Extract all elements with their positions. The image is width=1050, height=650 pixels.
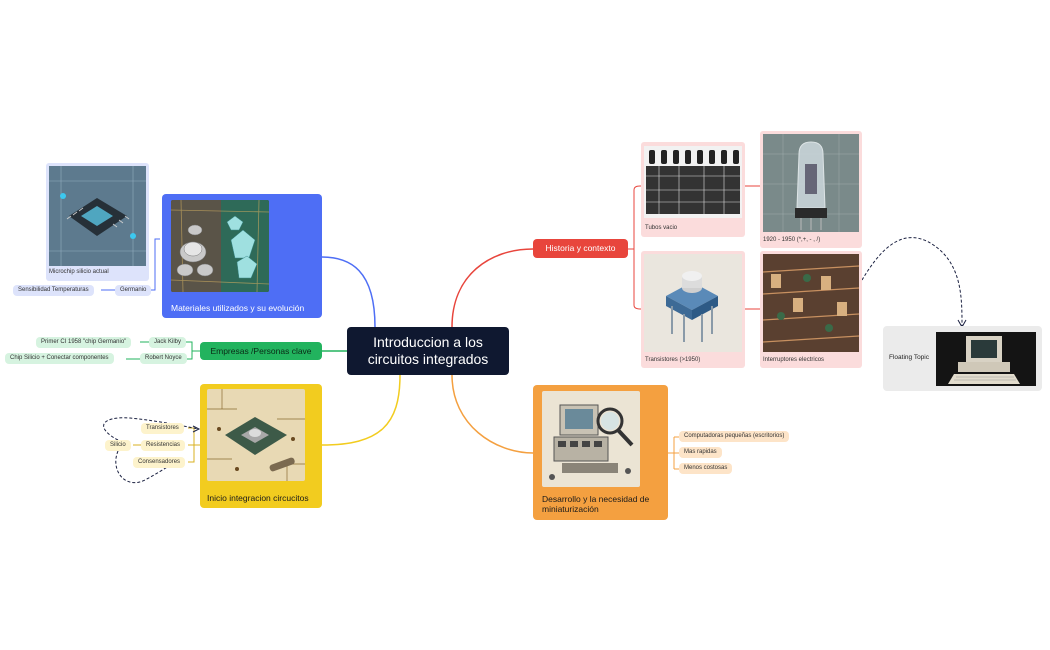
microchip-caption: Microchip silicio actual	[49, 269, 109, 275]
inicio-title: Inicio integracion circucitos	[207, 493, 309, 503]
topic-materiales[interactable]: Materiales utilizados y su evolución	[162, 194, 322, 318]
sensibilidad-label[interactable]: Sensibilidad Temperaturas	[13, 285, 94, 296]
transistores-card[interactable]: Transistores (>1950)	[641, 251, 745, 368]
microchip-card[interactable]: Microchip silicio actual	[46, 163, 149, 281]
person-jack-kilby[interactable]: Jack Kilby	[149, 337, 187, 348]
interruptores-caption: Interruptores electricos	[763, 357, 825, 363]
desarrollo-image	[542, 391, 640, 487]
item-computadoras[interactable]: Computadoras pequeñas (escritorios)	[679, 431, 790, 442]
vacuum-tubes-image	[644, 146, 742, 218]
topic-inicio[interactable]: Inicio integracion circucitos	[200, 384, 322, 508]
silicio-label[interactable]: Silicio	[105, 440, 131, 451]
materials-image	[171, 200, 269, 292]
materiales-title: Materiales utilizados y su evolución	[171, 303, 305, 313]
floating-topic[interactable]: Floating Topic	[883, 326, 1042, 391]
inicio-image	[207, 389, 305, 481]
desarrollo-title: Desarrollo y la necesidad de miniaturiza…	[542, 494, 650, 514]
person-robert-noyce[interactable]: Robert Noyce	[140, 353, 187, 364]
topic-historia[interactable]: Historia y contexto	[533, 239, 628, 258]
microchip-image	[49, 166, 146, 266]
vacuum-tube-image	[763, 134, 859, 232]
years-caption: 1920 - 1950 (*,+, - , /)	[763, 237, 821, 243]
item-resistencias[interactable]: Resistencias	[141, 440, 186, 451]
tubos-card[interactable]: Tubos vacio	[641, 142, 745, 237]
transistores-caption: Transistores (>1950)	[645, 357, 701, 363]
item-transistores[interactable]: Transistores	[141, 423, 184, 434]
central-topic[interactable]: Introduccion a los circuitos integrados	[347, 327, 509, 375]
item-consensadores[interactable]: Consensadores	[133, 457, 186, 468]
transistor-image	[644, 254, 742, 352]
tubos-caption: Tubos vacio	[645, 225, 678, 231]
years-card[interactable]: 1920 - 1950 (*,+, - , /)	[760, 131, 862, 248]
topic-empresas[interactable]: Empresas /Personas clave	[200, 342, 322, 360]
item-menos-costosas[interactable]: Menos costosas	[679, 463, 733, 474]
germanio-label[interactable]: Germanio	[115, 285, 152, 296]
historia-title: Historia y contexto	[545, 243, 616, 253]
floating-title: Floating Topic	[889, 354, 929, 361]
computer-image	[936, 332, 1036, 386]
empresas-title: Empresas /Personas clave	[210, 346, 312, 356]
robert-noyce-detail[interactable]: Chip Silicio + Conectar componentes	[5, 353, 114, 364]
jack-kilby-detail[interactable]: Primer CI 1958 "chip Germanio"	[36, 337, 132, 348]
central-title: Introduccion a los circuitos integrados	[367, 334, 489, 367]
switches-image	[763, 254, 859, 352]
item-mas-rapidas[interactable]: Mas rapidas	[679, 447, 722, 458]
interruptores-card[interactable]: Interruptores electricos	[760, 251, 862, 368]
topic-desarrollo[interactable]: Desarrollo y la necesidad de miniaturiza…	[533, 385, 668, 520]
